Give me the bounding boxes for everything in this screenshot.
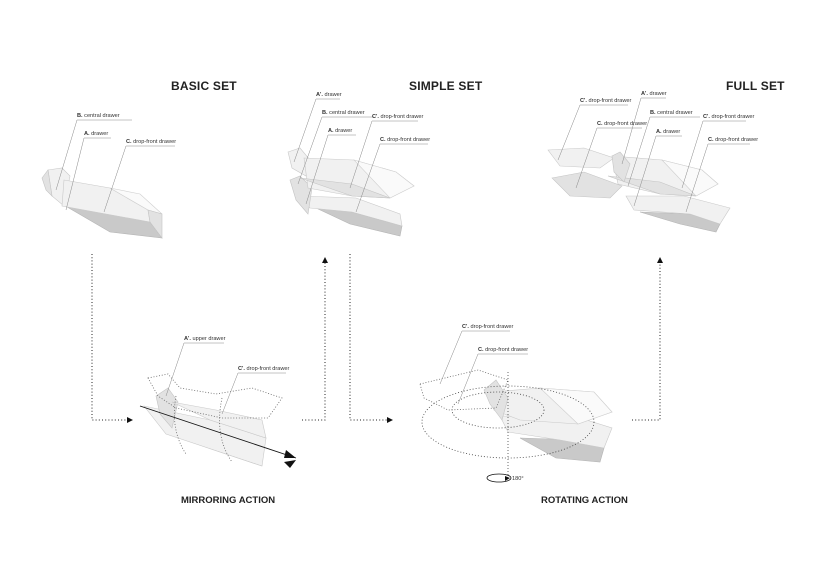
- full-label-a: A. drawer: [633, 129, 682, 207]
- simple-set-title: SIMPLE SET: [409, 79, 483, 93]
- svg-text:C'. drop-front drawer: C'. drop-front drawer: [462, 324, 514, 330]
- svg-text:C'. drop-front drawer: C'. drop-front drawer: [703, 114, 755, 120]
- full-label-c: C. drop-front drawer: [685, 137, 758, 213]
- svg-text:A. drawer: A. drawer: [656, 129, 680, 135]
- svg-text:C. drop-front drawer: C. drop-front drawer: [126, 139, 176, 145]
- full-set-shape: [547, 147, 731, 233]
- flow-arrow-basic-to-mirror: [91, 254, 133, 423]
- flow-arrow-simple-to-rotate: [349, 254, 393, 423]
- svg-text:C'. drop-front drawer: C'. drop-front drawer: [238, 366, 290, 372]
- simple-label-c1: C'. drop-front drawer: [349, 114, 424, 189]
- svg-text:B. central drawer: B. central drawer: [322, 110, 365, 116]
- rotating-action-shape: [419, 369, 613, 483]
- basic-label-b: B. central drawer: [55, 113, 132, 191]
- svg-text:C. drop-front drawer: C. drop-front drawer: [708, 137, 758, 143]
- full-label-a1: A'. drawer: [621, 91, 667, 165]
- full-label-c1r: C'. drop-front drawer: [681, 114, 755, 189]
- full-label-cb: C. drop-front drawer: [575, 121, 647, 189]
- mirroring-action-shape: [139, 373, 297, 468]
- mirroring-action-title: MIRRORING ACTION: [181, 495, 275, 506]
- simple-label-a: A. drawer: [305, 128, 356, 205]
- rotate-label-c1: C'. drop-front drawer: [439, 324, 514, 385]
- simple-label-b: B. central drawer: [297, 110, 374, 185]
- svg-text:C. drop-front drawer: C. drop-front drawer: [478, 347, 528, 353]
- rotate-label-c: C. drop-front drawer: [457, 347, 528, 405]
- svg-text:C'. drop-front drawer: C'. drop-front drawer: [580, 98, 632, 104]
- svg-text:C. drop-front drawer: C. drop-front drawer: [597, 121, 647, 127]
- mirror-label-c1: C'. drop-front drawer: [221, 366, 290, 415]
- svg-text:B. central drawer: B. central drawer: [77, 113, 120, 119]
- basic-label-c: C. drop-front drawer: [103, 139, 176, 213]
- rotating-action-title: ROTATING ACTION: [541, 495, 628, 506]
- mirror-label-a1: A'. upper drawer: [165, 336, 226, 397]
- full-label-b: B. central drawer: [627, 110, 700, 187]
- svg-text:C. drop-front drawer: C. drop-front drawer: [380, 137, 430, 143]
- svg-text:A'. upper drawer: A'. upper drawer: [184, 336, 226, 342]
- svg-text:A. drawer: A. drawer: [84, 131, 108, 137]
- simple-set-shape: [287, 147, 415, 237]
- full-set-title: FULL SET: [726, 79, 785, 93]
- svg-text:A. drawer: A. drawer: [328, 128, 352, 134]
- full-label-c1: C'. drop-front drawer: [557, 98, 632, 161]
- svg-text:C'. drop-front drawer: C'. drop-front drawer: [372, 114, 424, 120]
- rotation-angle-label: 180°: [512, 476, 524, 482]
- basic-set-title: BASIC SET: [171, 79, 237, 93]
- flow-arrow-rotate-to-full: [632, 257, 663, 421]
- basic-set-shape: [41, 167, 163, 239]
- simple-label-c: C. drop-front drawer: [355, 137, 430, 213]
- flow-arrow-mirror-to-simple: [302, 257, 328, 421]
- svg-text:A'. drawer: A'. drawer: [316, 92, 342, 98]
- svg-text:B. central drawer: B. central drawer: [650, 110, 693, 116]
- basic-label-a: A. drawer: [65, 131, 111, 211]
- simple-label-a1: A'. drawer: [293, 92, 342, 163]
- svg-text:A'. drawer: A'. drawer: [641, 91, 667, 97]
